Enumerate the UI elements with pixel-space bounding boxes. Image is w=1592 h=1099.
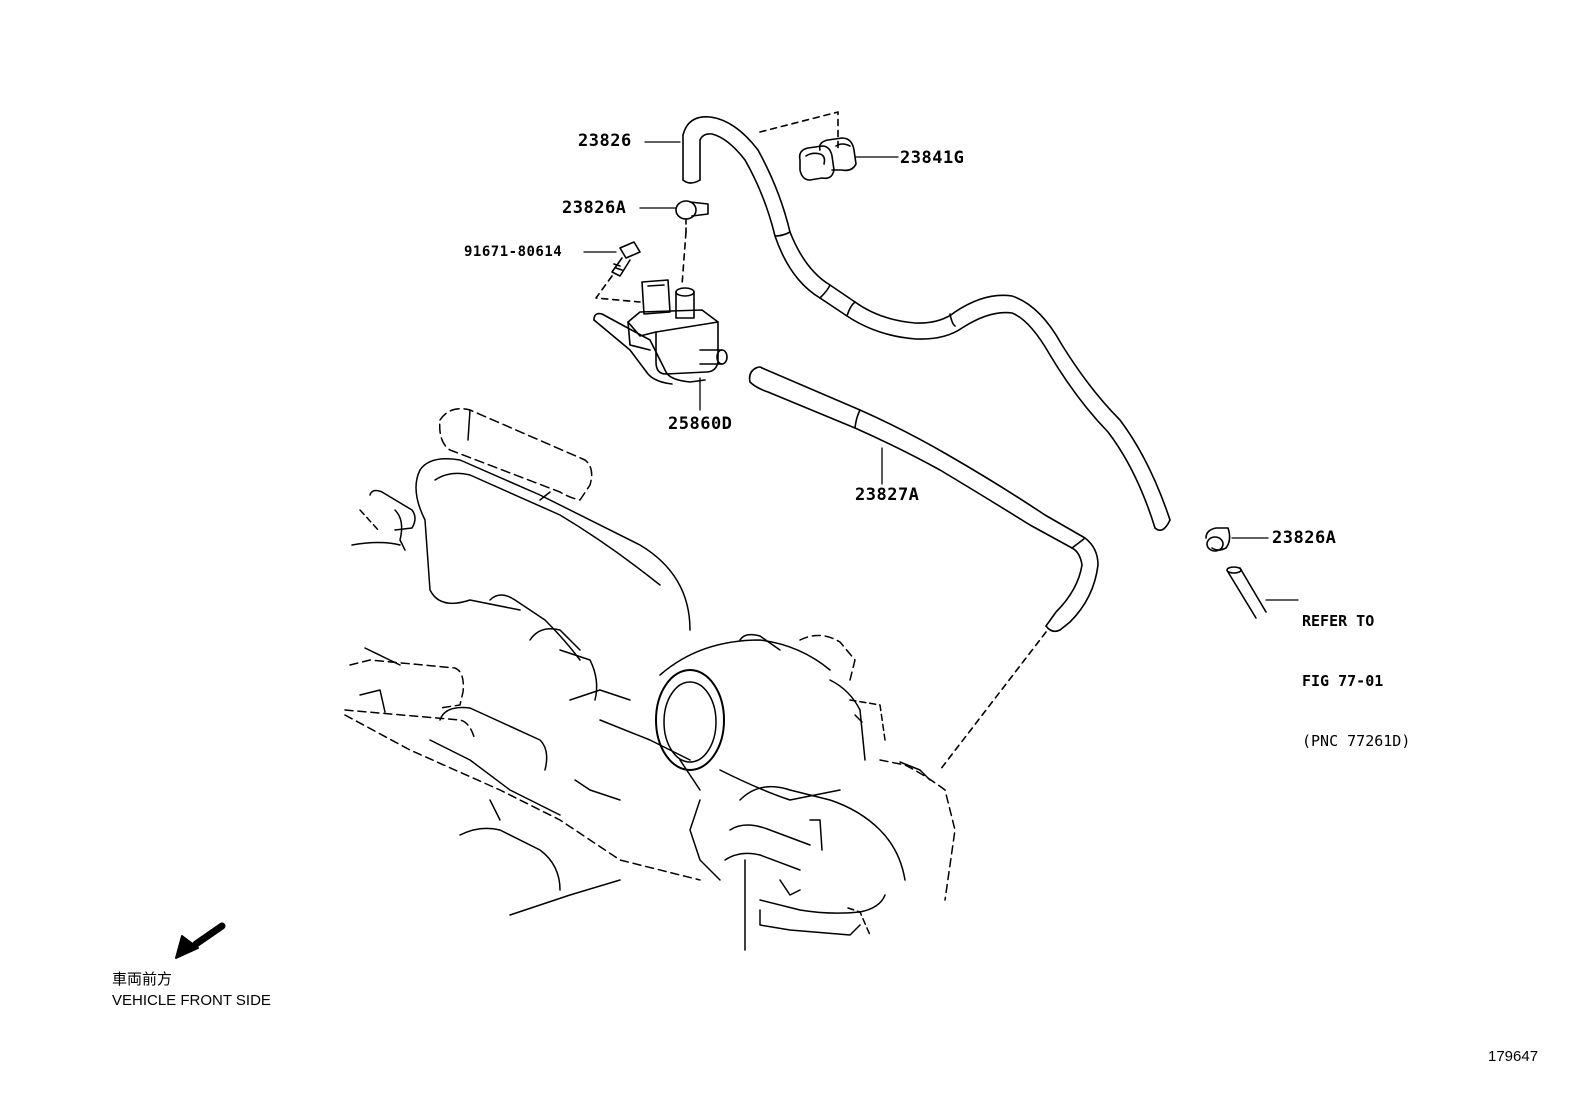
direction-japanese: 車両前方 (112, 971, 173, 988)
hose-23826 (682, 116, 1171, 531)
clamp-23826a-upper-shape (675, 200, 709, 233)
part-label-23826a-lower[interactable]: 23826A (1272, 528, 1337, 548)
clip-23841g-shape (798, 137, 857, 181)
reference-line-1: REFER TO (1302, 612, 1375, 630)
reference-note: REFER TO FIG 77-01 (PNC 77261D) (1302, 571, 1410, 791)
part-label-91671-80614[interactable]: 91671-80614 (464, 244, 563, 260)
part-label-23841g[interactable]: 23841G (900, 148, 965, 168)
reference-line-3: (PNC 77261D) (1302, 732, 1411, 750)
part-label-23826[interactable]: 23826 (578, 131, 632, 151)
bolt-shape (611, 241, 641, 277)
label-leaders (583, 141, 1299, 601)
part-label-23827a[interactable]: 23827A (855, 485, 920, 505)
part-label-25860d[interactable]: 25860D (668, 414, 733, 434)
dashed-leader-clamp-upper (681, 231, 687, 286)
part-label-23826a-upper[interactable]: 23826A (562, 198, 627, 218)
reference-line-2[interactable]: FIG 77-01 (1302, 672, 1384, 690)
engine-intake-outline (344, 408, 956, 951)
vehicle-direction-note: 車両前方 VEHICLE FRONT SIDE (112, 969, 271, 1011)
vsv-valve-shape (593, 279, 728, 385)
direction-english: VEHICLE FRONT SIDE (112, 992, 271, 1009)
dashed-leader-bolt (595, 275, 641, 303)
dashed-leader-hose-lower (939, 631, 1047, 771)
figure-number: 179647 (1488, 1048, 1539, 1065)
reference-pipe-shape (1226, 566, 1267, 619)
vehicle-front-arrow-icon (175, 922, 226, 959)
hose-23827a (748, 366, 1099, 633)
clamp-23826a-lower-shape (1205, 527, 1231, 552)
dashed-leader-clip (759, 111, 839, 149)
